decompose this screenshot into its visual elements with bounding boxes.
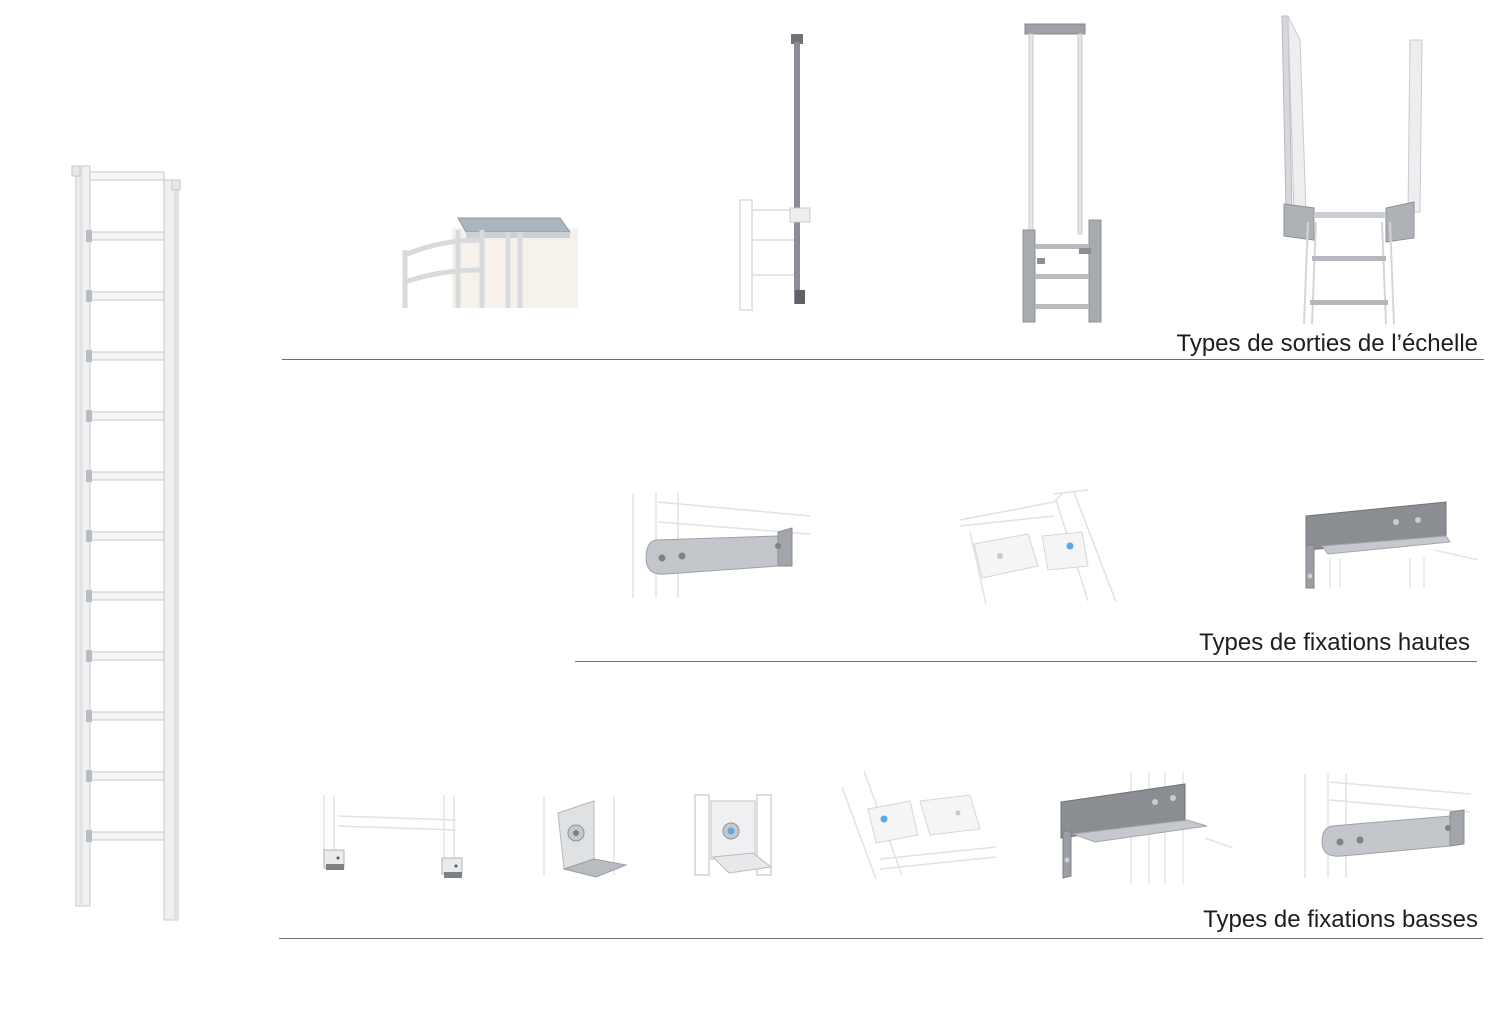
exits-section-label: Types de sorties de l’échelle [1176, 330, 1479, 357]
exits-section-divider [282, 359, 1484, 360]
bottom-fixings-section-divider [279, 938, 1483, 939]
exit-folding-extension-illustration [1022, 23, 1102, 323]
exit-extension-post-illustration [739, 34, 811, 311]
top-fixing-clamp-illustration [959, 489, 1117, 605]
bottom-fixings-section-label: Types de fixations basses [1203, 906, 1478, 933]
top-fixings-section-divider [575, 661, 1477, 662]
bottom-fixing-l-bracket-grey-illustration [543, 797, 628, 878]
top-fixing-angle-bracket-illustration [1305, 501, 1479, 589]
bottom-fixing-angle-bracket-illustration [1060, 772, 1234, 884]
exit-walkthrough-illustration [1281, 15, 1423, 325]
bottom-fixing-flat-bracket-illustration [1304, 774, 1471, 878]
exit-platform-illustration [402, 217, 578, 308]
bottom-fixing-feet-illustration [323, 795, 463, 878]
ladder-illustration [71, 165, 181, 921]
bottom-fixing-l-bracket-blue-illustration [694, 794, 773, 876]
bottom-fixing-clamp-illustration [841, 770, 997, 880]
top-fixing-flat-bracket-illustration [632, 493, 811, 598]
top-fixings-section-label: Types de fixations hautes [1199, 629, 1470, 656]
